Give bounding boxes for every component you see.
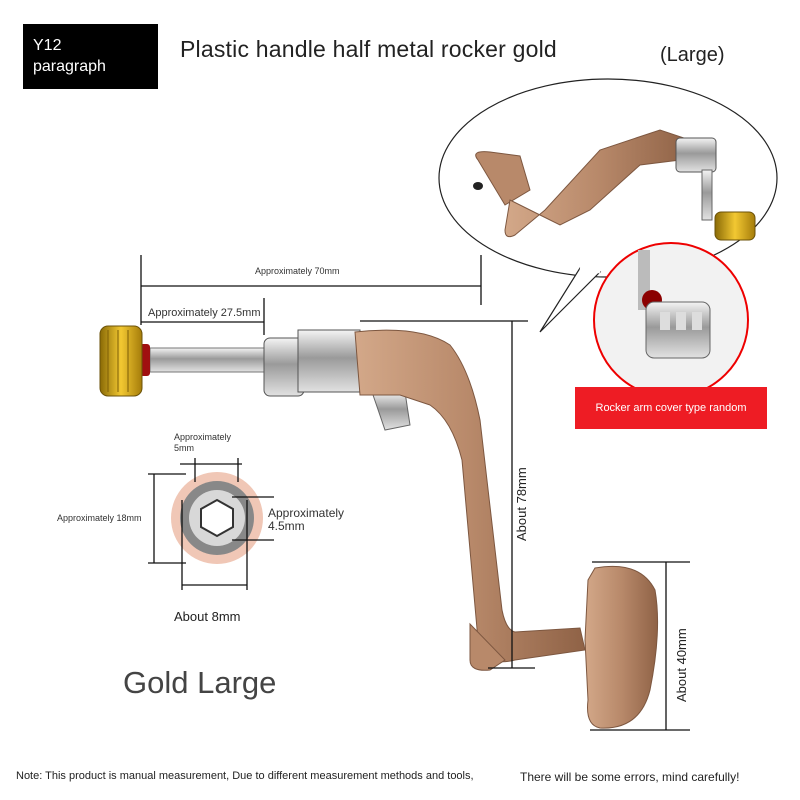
dim-base-width: About 8mm [174, 609, 241, 624]
dim-inner-width: Approximately 5mm [174, 432, 232, 453]
dim-knob-height: About 40mm [674, 628, 689, 702]
cover-note-badge: Rocker arm cover type random [575, 387, 767, 429]
dimension-lines [140, 255, 690, 731]
product-variant-label: Gold Large [123, 665, 277, 700]
model-badge: Y12 paragraph [23, 24, 158, 89]
product-size: (Large) [660, 44, 725, 66]
dim-arm-height: About 78mm [514, 467, 529, 541]
dim-outer-diameter: Approximately 18mm [57, 513, 142, 523]
zoom-bubble [438, 78, 778, 333]
badge-line-2: paragraph [33, 58, 106, 75]
badge-line-1: Y12 [33, 37, 62, 54]
dim-total-length: Approximately 70mm [255, 266, 340, 276]
dim-hex-size: Approximately 4.5mm [268, 506, 345, 533]
dim-shaft-length: Approximately 27.5mm [148, 307, 261, 319]
cover-note-text: Rocker arm cover type random [595, 402, 747, 414]
footer-note-right: There will be some errors, mind carefull… [520, 770, 740, 784]
cover-detail-circle [593, 242, 749, 398]
product-title: Plastic handle half metal rocker gold [180, 36, 557, 62]
cross-section [148, 458, 274, 590]
main-handle [99, 325, 659, 729]
footer-note-left: Note: This product is manual measurement… [16, 770, 474, 782]
